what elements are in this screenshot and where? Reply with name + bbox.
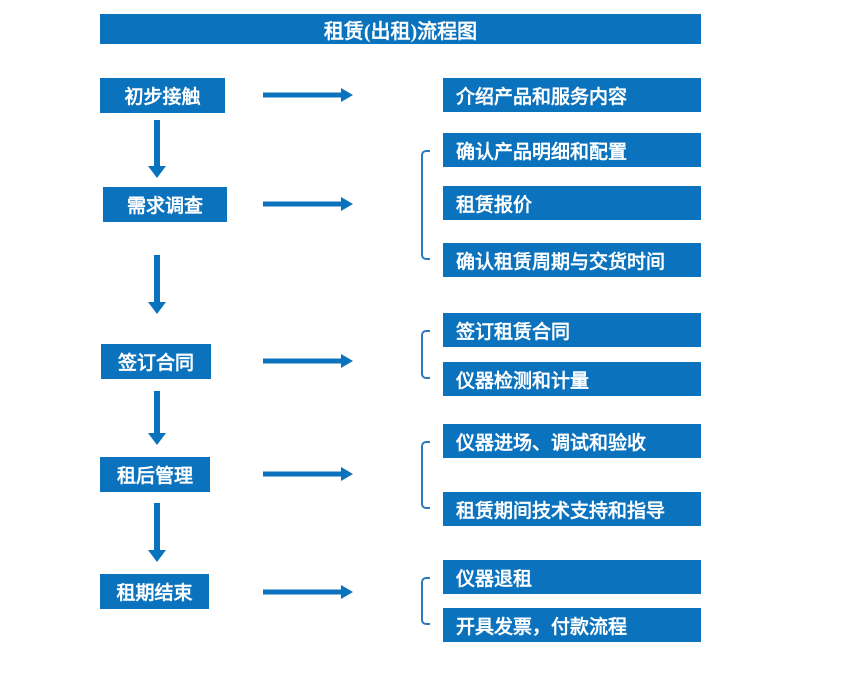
detail-sign-rental-contract: 签订租赁合同 xyxy=(443,313,701,347)
detail-invoice-payment: 开具发票，付款流程 xyxy=(443,608,701,642)
arrow-down-icon xyxy=(148,503,166,562)
step-post-rental-management: 租后管理 xyxy=(100,457,210,492)
group-bracket xyxy=(421,577,430,625)
step-initial-contact: 初步接触 xyxy=(100,78,225,113)
arrow-right-icon xyxy=(263,467,353,481)
detail-instrument-setup-acceptance: 仪器进场、调试和验收 xyxy=(443,424,701,458)
step-contract-signing: 签订合同 xyxy=(101,344,211,379)
step-lease-end: 租期结束 xyxy=(100,574,209,609)
arrow-down-icon xyxy=(148,120,166,178)
detail-introduce-products: 介绍产品和服务内容 xyxy=(443,78,701,112)
detail-instrument-testing: 仪器检测和计量 xyxy=(443,362,701,396)
detail-instrument-return: 仪器退租 xyxy=(443,560,701,594)
arrow-down-icon xyxy=(148,391,166,445)
detail-rental-quotation: 租赁报价 xyxy=(443,186,701,220)
step-demand-survey: 需求调查 xyxy=(103,187,227,222)
arrow-down-icon xyxy=(148,255,166,314)
arrow-right-icon xyxy=(263,585,353,599)
arrow-right-icon xyxy=(263,88,353,102)
flowchart-title: 租赁(出租)流程图 xyxy=(100,14,701,44)
arrow-right-icon xyxy=(263,354,353,368)
detail-confirm-product-config: 确认产品明细和配置 xyxy=(443,133,701,167)
group-bracket xyxy=(421,330,430,379)
detail-confirm-period-delivery: 确认租赁周期与交货时间 xyxy=(443,243,701,277)
detail-rental-tech-support: 租赁期间技术支持和指导 xyxy=(443,492,701,526)
group-bracket xyxy=(421,441,430,509)
arrow-right-icon xyxy=(263,197,353,211)
group-bracket xyxy=(421,150,430,260)
